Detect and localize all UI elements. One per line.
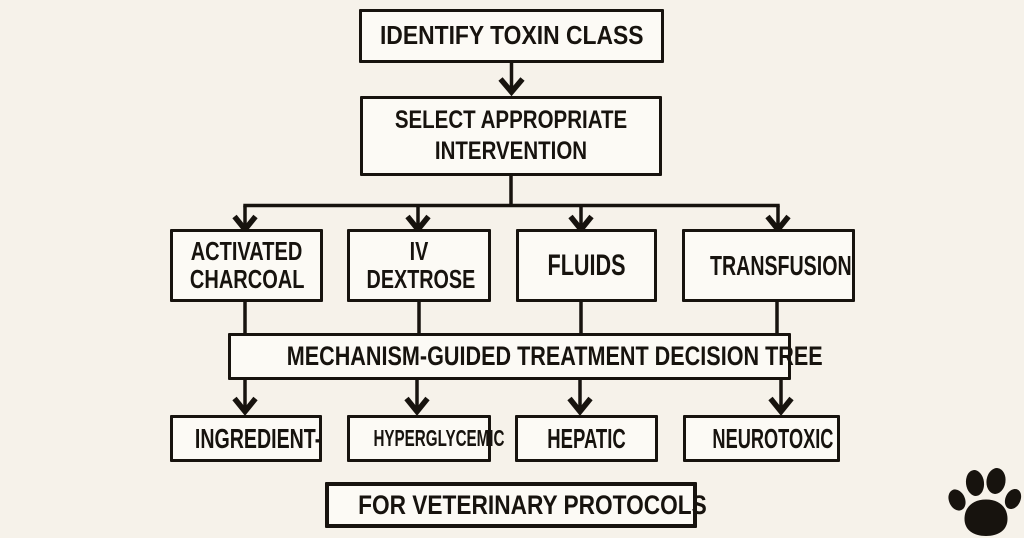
- node-label: FOR VETERINARY PROTOCOLS: [358, 489, 707, 520]
- node-fluids: FLUIDS: [516, 229, 657, 302]
- node-label: TRANSFUSION: [710, 249, 852, 281]
- node-transfusion: TRANSFUSION: [682, 229, 855, 302]
- node-hyperglycemic: HYPERGLYCEMIC: [347, 415, 505, 462]
- node-activated-charcoal: ACTIVATED CHARCOAL: [170, 229, 323, 302]
- node-label: HEPATIC: [547, 422, 626, 454]
- node-label: FLUIDS: [547, 248, 626, 282]
- node-label: NEUROTOXIC: [712, 422, 834, 454]
- node-neurotoxic: NEUROTOXIC: [683, 415, 840, 462]
- paw-print-icon: [948, 468, 1022, 536]
- node-hepatic: HEPATIC: [515, 415, 658, 462]
- node-label: IV DEXTROSE: [366, 236, 476, 294]
- node-label: HYPERGLYCEMIC: [373, 425, 505, 452]
- node-for-veterinary-protocols: FOR VETERINARY PROTOCOLS: [325, 482, 707, 528]
- node-label: IDENTIFY TOXIN CLASS: [379, 20, 644, 51]
- node-iv-dextrose: IV DEXTROSE: [347, 229, 491, 302]
- node-label: ACTIVATED CHARCOAL: [189, 236, 305, 294]
- node-mechanism-guided-decision-tree: MECHANISM-GUIDED TREATMENT DECISION TREE: [228, 333, 823, 380]
- node-ingredient: INGREDIENT-: [170, 415, 322, 462]
- node-label: SELECT APPROPRIATE INTERVENTION: [394, 105, 628, 166]
- node-label: MECHANISM-GUIDED TREATMENT DECISION TREE: [286, 341, 823, 372]
- node-identify-toxin-class: IDENTIFY TOXIN CLASS: [359, 9, 664, 63]
- node-label: INGREDIENT-: [194, 422, 322, 454]
- node-select-appropriate-intervention: SELECT APPROPRIATE INTERVENTION: [360, 96, 662, 176]
